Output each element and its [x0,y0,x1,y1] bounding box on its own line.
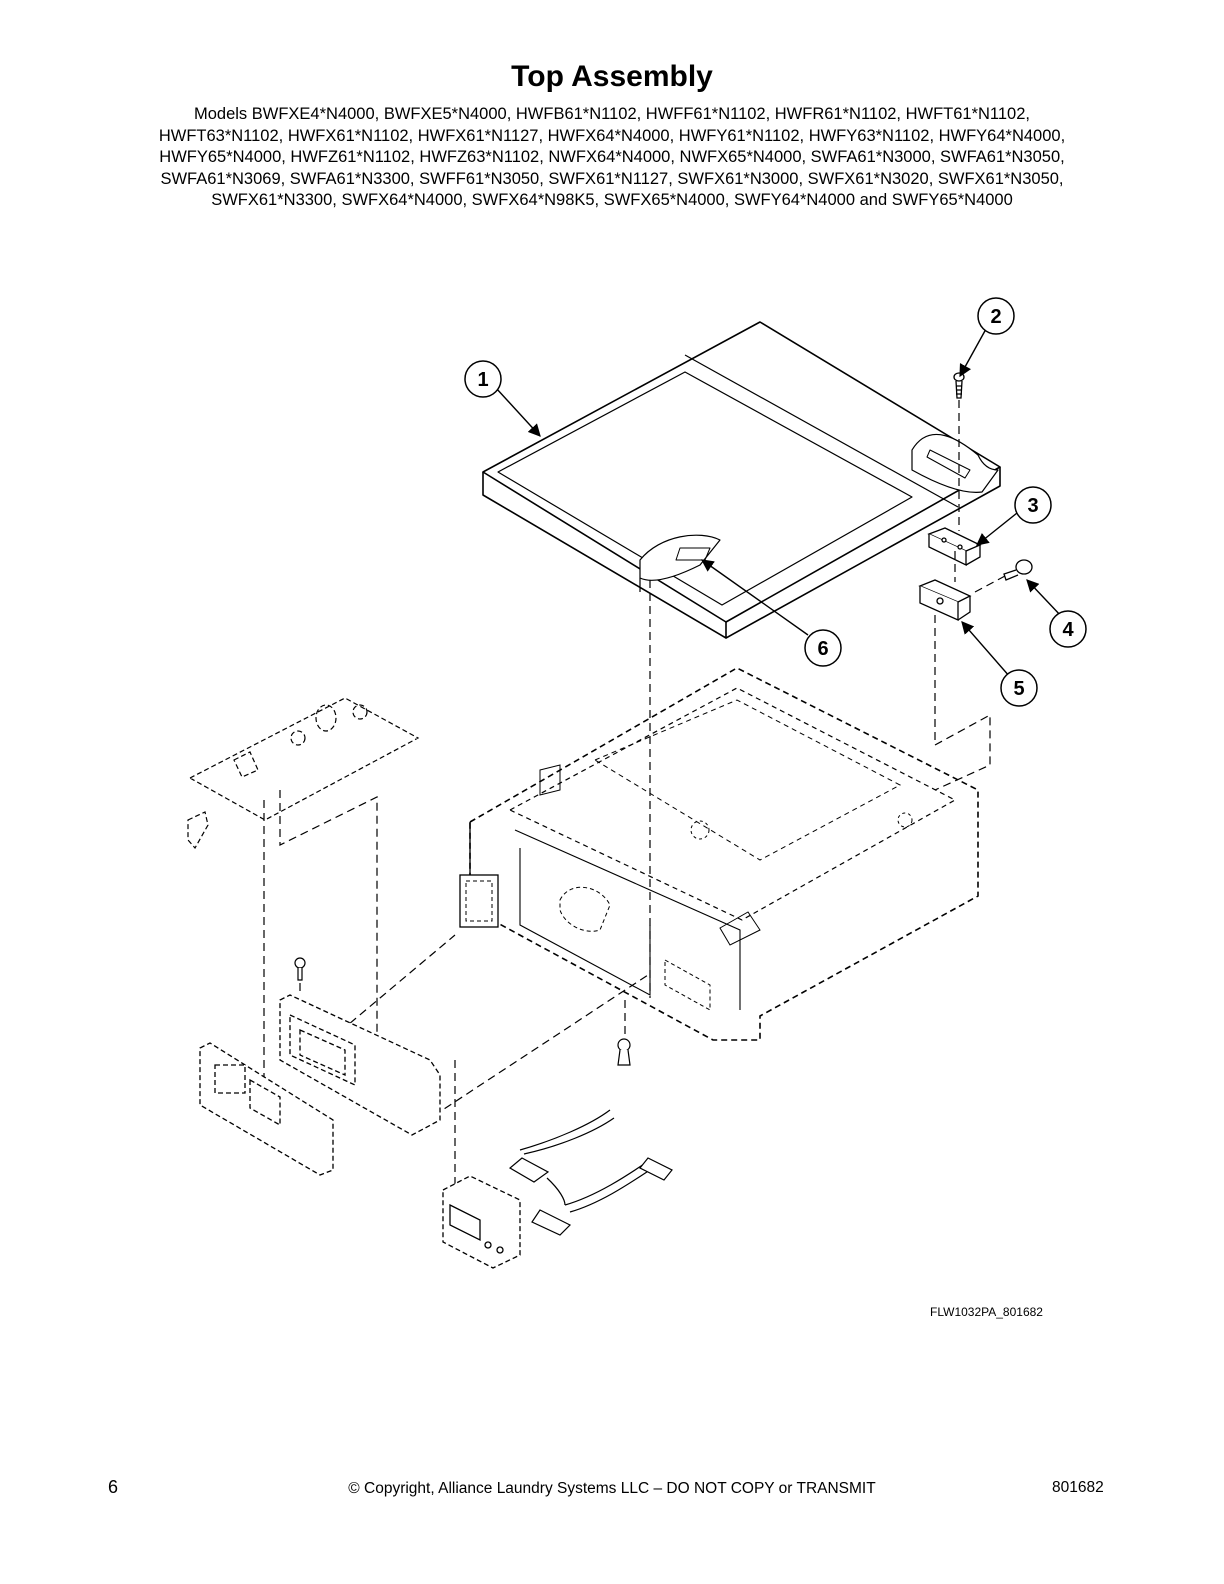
callout-5: 5 [1000,669,1038,707]
callout-number: 6 [817,638,828,660]
model-line: SWFX61*N3300, SWFX64*N4000, SWFX64*N98K5… [211,191,1013,209]
small-screw [294,957,631,1066]
knob-panel [187,697,420,850]
console-overlay [199,1042,334,1176]
model-line: HWFT63*N1102, HWFX61*N1102, HWFX61*N1127… [158,126,1066,145]
control-board [442,1175,521,1269]
document-number: 801682 [1052,1479,1104,1496]
callout-number: 2 [990,306,1001,328]
top-lid [482,321,1001,639]
model-line: HWFY65*N4000, HWFZ61*N1102, HWFZ63*N1102… [159,148,1065,166]
copyright-notice: © Copyright, Alliance Laundry Systems LL… [348,1480,876,1497]
control-bracket [279,994,441,1136]
page-number: 6 [108,1477,119,1497]
model-line: SWFA61*N3069, SWFA61*N3300, SWFF61*N3050… [160,169,1064,188]
cabinet-frame [459,667,979,1041]
callout-4: 4 [1049,610,1087,648]
model-list: Models BWFXE4*N4000, BWFXE5*N4000, HWFB6… [100,104,1124,212]
callout-1: 1 [464,360,502,398]
callout-3: 3 [1014,486,1052,524]
screw [953,372,965,399]
hinge-bracket [918,579,972,622]
callout-2: 2 [977,297,1015,335]
callout-number: 1 [477,369,488,391]
page-title: Top Assembly [511,60,713,93]
bolt [1003,559,1033,581]
hinge-plate [927,527,982,567]
wire-harness [508,1109,673,1236]
drawing-code: FLW1032PA_801682 [930,1305,1043,1319]
callout-number: 4 [1062,619,1074,641]
model-line: Models BWFXE4*N4000, BWFXE5*N4000, HWFB6… [193,105,1030,123]
callout-leaders [495,328,1063,678]
callout-number: 5 [1013,678,1024,700]
callout-number: 3 [1027,495,1038,517]
callout-6: 6 [804,629,842,667]
